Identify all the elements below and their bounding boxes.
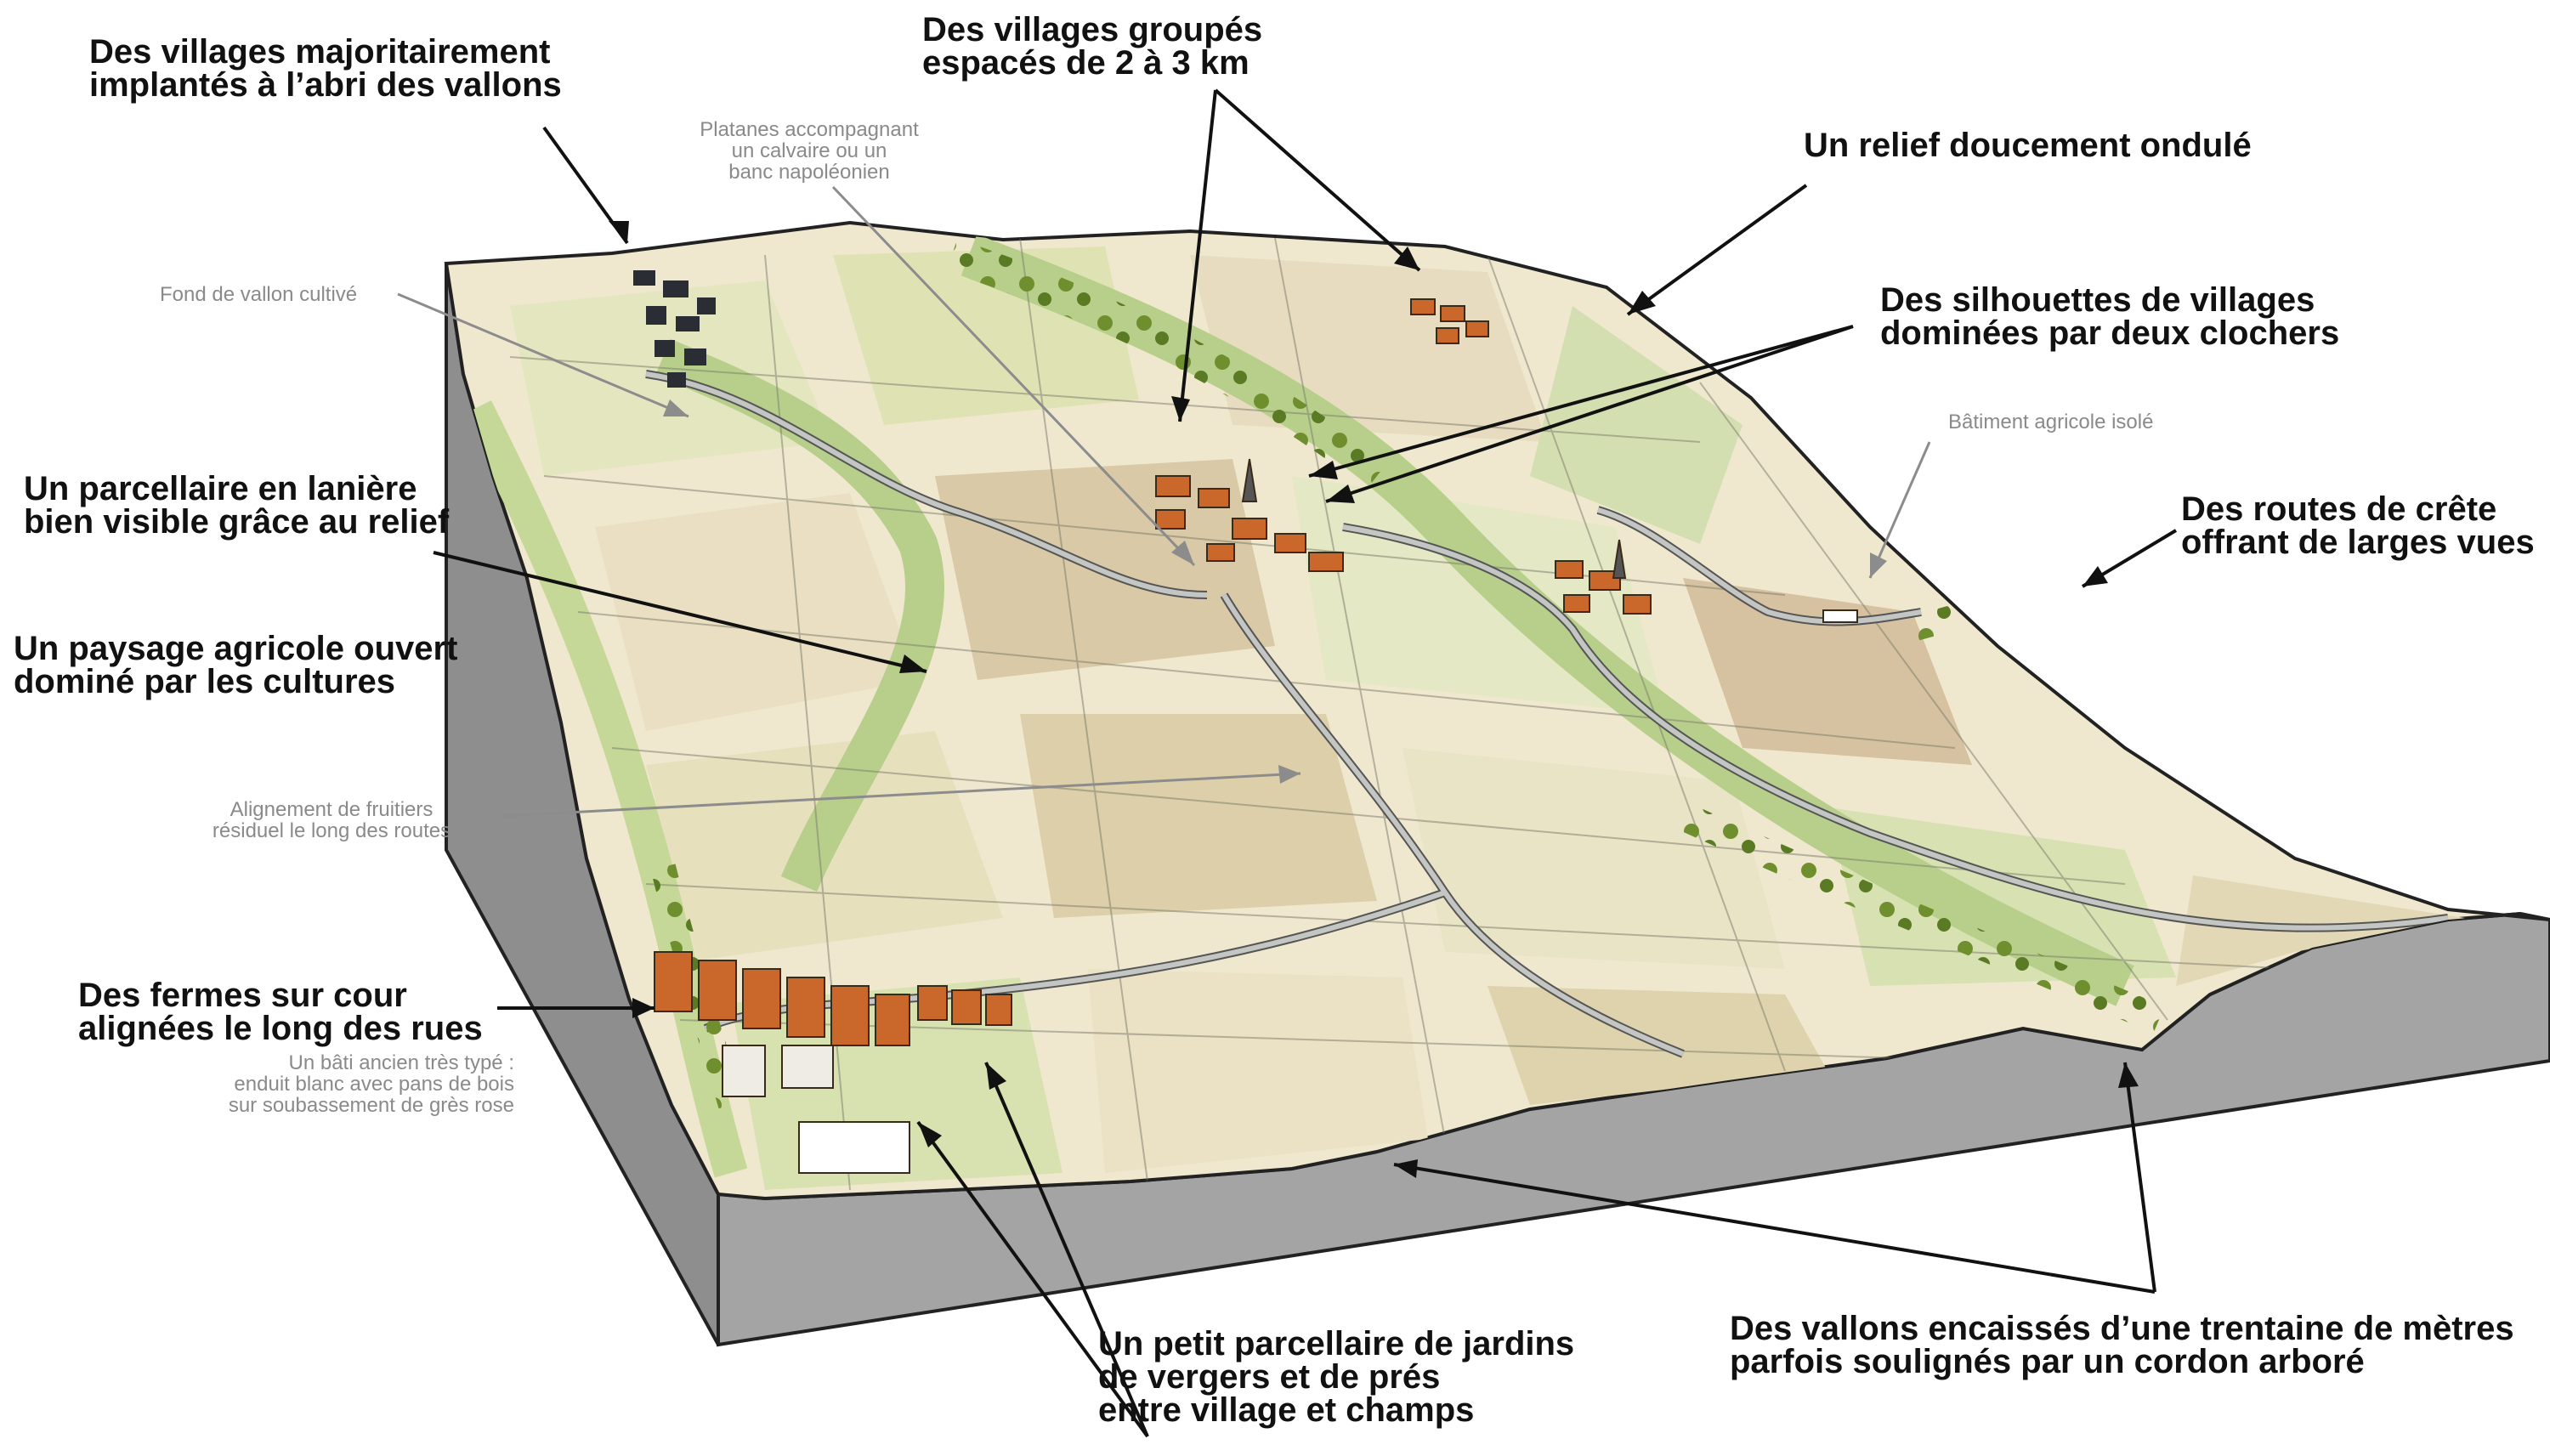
farms-on-court bbox=[654, 609, 1858, 1174]
label-line: Des silhouettes de villages bbox=[1880, 281, 2315, 319]
label-routes-crete: Des routes de crête offrant de larges vu… bbox=[2181, 490, 2535, 561]
label-line: Des vallons encaissés d’une trentaine de… bbox=[1730, 1310, 2514, 1347]
label-line: espacés de 2 à 3 km bbox=[922, 44, 1250, 82]
label-parcellaire-laniere: Un parcellaire en lanière bien visible g… bbox=[24, 470, 450, 541]
label-line: parfois soulignés par un cordon arboré bbox=[1730, 1343, 2365, 1380]
sublabel-line: banc napoléonien bbox=[728, 161, 890, 184]
label-line: dominées par deux clochers bbox=[1880, 314, 2340, 352]
sublabel-line: Alignement de fruitiers bbox=[230, 798, 434, 821]
sublabel-alignement-fruitiers: Alignement de fruitiers résiduel le long… bbox=[187, 799, 476, 841]
label-silhouettes: Des silhouettes de villages dominées par… bbox=[1880, 281, 2340, 352]
sublabel-line: Un bâti ancien très typé : bbox=[288, 1051, 514, 1074]
label-villages-vallons: Des villages majoritairement implantés à… bbox=[89, 33, 562, 104]
sublabel-bati-ancien: Un bâti ancien très typé : enduit blanc … bbox=[174, 1052, 514, 1116]
label-line: Un paysage agricole ouvert bbox=[14, 630, 458, 667]
label-line: bien visible grâce au relief bbox=[24, 503, 450, 541]
grey-leader-lines bbox=[397, 185, 1931, 818]
sublabel-line: sur soubassement de grès rose bbox=[228, 1094, 514, 1117]
label-line: de vergers et de prés bbox=[1098, 1358, 1441, 1396]
grey-arrowheads bbox=[663, 399, 1887, 784]
arrowheads bbox=[609, 221, 2139, 1178]
label-line: Un petit parcellaire de jardins bbox=[1098, 1325, 1575, 1363]
sublabel-line: Fond de vallon cultivé bbox=[160, 283, 358, 306]
sublabel-line: enduit blanc avec pans de bois bbox=[234, 1073, 514, 1096]
label-line: dominé par les cultures bbox=[14, 663, 396, 700]
label-line: Un relief doucement ondulé bbox=[1804, 127, 2252, 164]
label-petit-parcellaire: Un petit parcellaire de jardins de verge… bbox=[1098, 1325, 1575, 1429]
label-line: alignées le long des rues bbox=[78, 1010, 483, 1047]
label-line: entre village et champs bbox=[1098, 1391, 1475, 1429]
label-line: Des villages majoritairement bbox=[89, 33, 551, 71]
village-vallon bbox=[633, 270, 716, 388]
village-east bbox=[1555, 539, 1652, 615]
label-line: Un parcellaire en lanière bbox=[24, 470, 417, 507]
sublabel-batiment-agricole: Bâtiment agricole isolé bbox=[1948, 411, 2153, 433]
village-north bbox=[1410, 298, 1489, 344]
label-line: offrant de larges vues bbox=[2181, 524, 2535, 561]
sublabel-line: un calvaire ou un bbox=[731, 139, 887, 162]
sublabel-platanes: Platanes accompagnant un calvaire ou un … bbox=[682, 119, 937, 183]
label-line: Des fermes sur cour bbox=[78, 977, 407, 1014]
label-paysage-agricole: Un paysage agricole ouvert dominé par le… bbox=[14, 632, 457, 699]
label-line: Des routes de crête bbox=[2181, 490, 2497, 528]
label-fermes-cour: Des fermes sur cour alignées le long des… bbox=[78, 977, 483, 1047]
label-vallons-encaisses: Des vallons encaissés d’une trentaine de… bbox=[1730, 1312, 2514, 1379]
label-villages-groupes: Des villages groupés espacés de 2 à 3 km bbox=[922, 11, 1263, 82]
village-center bbox=[1155, 458, 1344, 572]
sublabel-line: Platanes accompagnant bbox=[700, 118, 919, 141]
label-relief-ondule: Un relief doucement ondulé bbox=[1804, 127, 2252, 164]
label-line: implantés à l’abri des vallons bbox=[89, 66, 562, 104]
sublabel-line: Bâtiment agricole isolé bbox=[1948, 411, 2154, 433]
sublabel-fond-vallon: Fond de vallon cultivé bbox=[160, 284, 357, 305]
sublabel-line: résiduel le long des routes bbox=[212, 819, 451, 842]
label-line: Des villages groupés bbox=[922, 11, 1263, 48]
